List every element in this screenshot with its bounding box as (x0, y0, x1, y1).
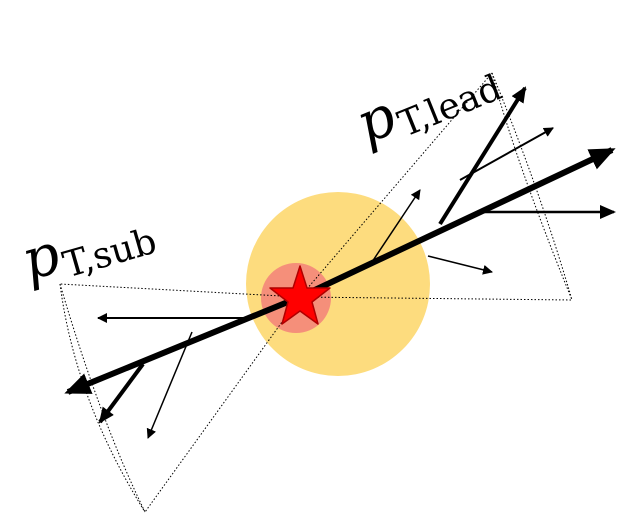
label-pt-sub: p T,sub (15, 221, 162, 294)
star-icon (269, 265, 331, 325)
sub-jet-axis-arrow (64, 294, 302, 395)
label-pt-lead-subscript: T,lead (393, 67, 508, 145)
sub-jet-tracks (97, 313, 245, 439)
label-pt-sub-subscript: T,sub (59, 221, 162, 287)
jet-axis (64, 147, 616, 395)
sub-jet-cone (59, 283, 301, 513)
label-pt-lead-main: p (347, 83, 405, 157)
label-pt-lead: p T,lead (347, 67, 508, 157)
lead-jet-axis-arrow (298, 147, 616, 300)
lead-jet-tracks (371, 86, 616, 275)
label-pt-sub-main: p (15, 222, 67, 294)
